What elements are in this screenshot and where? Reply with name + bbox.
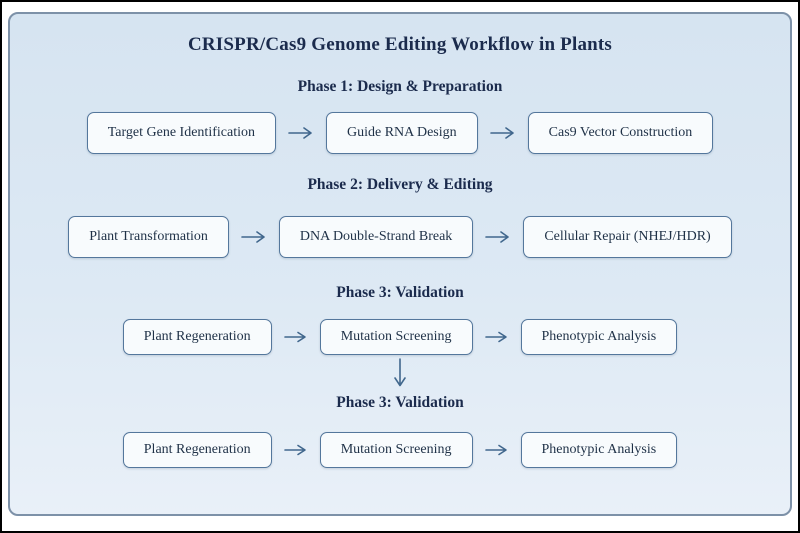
arrow-right-icon xyxy=(283,443,308,457)
arrow-right-icon xyxy=(288,126,314,140)
step-box-mutation-screening-2: Mutation Screening xyxy=(319,432,473,468)
step-box-phenotypic-analysis-2: Phenotypic Analysis xyxy=(520,432,678,468)
step-box-dna-double-strand-break: DNA Double-Strand Break xyxy=(278,216,474,258)
phase-3-repeat-row: Plant Regeneration Mutation Screening Ph… xyxy=(122,432,678,468)
step-box-plant-regeneration: Plant Regeneration xyxy=(122,319,272,355)
step-box-phenotypic-analysis: Phenotypic Analysis xyxy=(520,319,678,355)
step-box-mutation-screening: Mutation Screening xyxy=(319,319,473,355)
arrow-right-icon xyxy=(283,330,308,344)
phase-1-heading: Phase 1: Design & Preparation xyxy=(297,78,503,95)
phase-3-heading: Phase 3: Validation xyxy=(336,284,464,301)
arrow-right-icon xyxy=(489,126,516,140)
step-box-plant-regeneration-2: Plant Regeneration xyxy=(122,432,272,468)
phase-3-repeat-heading: Phase 3: Validation xyxy=(336,394,464,411)
arrow-right-icon xyxy=(484,443,509,457)
step-box-guide-rna-design: Guide RNA Design xyxy=(325,112,478,154)
step-box-plant-transformation: Plant Transformation xyxy=(68,216,229,258)
arrow-down-icon xyxy=(392,358,408,390)
arrow-right-icon xyxy=(484,330,509,344)
diagram-title: CRISPR/Cas9 Genome Editing Workflow in P… xyxy=(187,34,613,55)
workflow-panel: CRISPR/Cas9 Genome Editing Workflow in P… xyxy=(8,12,792,516)
phase-1-row: Target Gene Identification Guide RNA Des… xyxy=(86,112,714,154)
phase-3-row: Plant Regeneration Mutation Screening Ph… xyxy=(122,319,678,355)
phase-2-row: Plant Transformation DNA Double-Strand B… xyxy=(68,216,732,258)
arrow-right-icon xyxy=(241,230,267,244)
step-box-cas9-vector-construction: Cas9 Vector Construction xyxy=(527,112,714,154)
step-box-target-gene-identification: Target Gene Identification xyxy=(86,112,276,154)
arrow-right-icon xyxy=(485,230,511,244)
step-box-cellular-repair: Cellular Repair (NHEJ/HDR) xyxy=(523,216,732,258)
phase-2-heading: Phase 2: Delivery & Editing xyxy=(307,176,493,193)
